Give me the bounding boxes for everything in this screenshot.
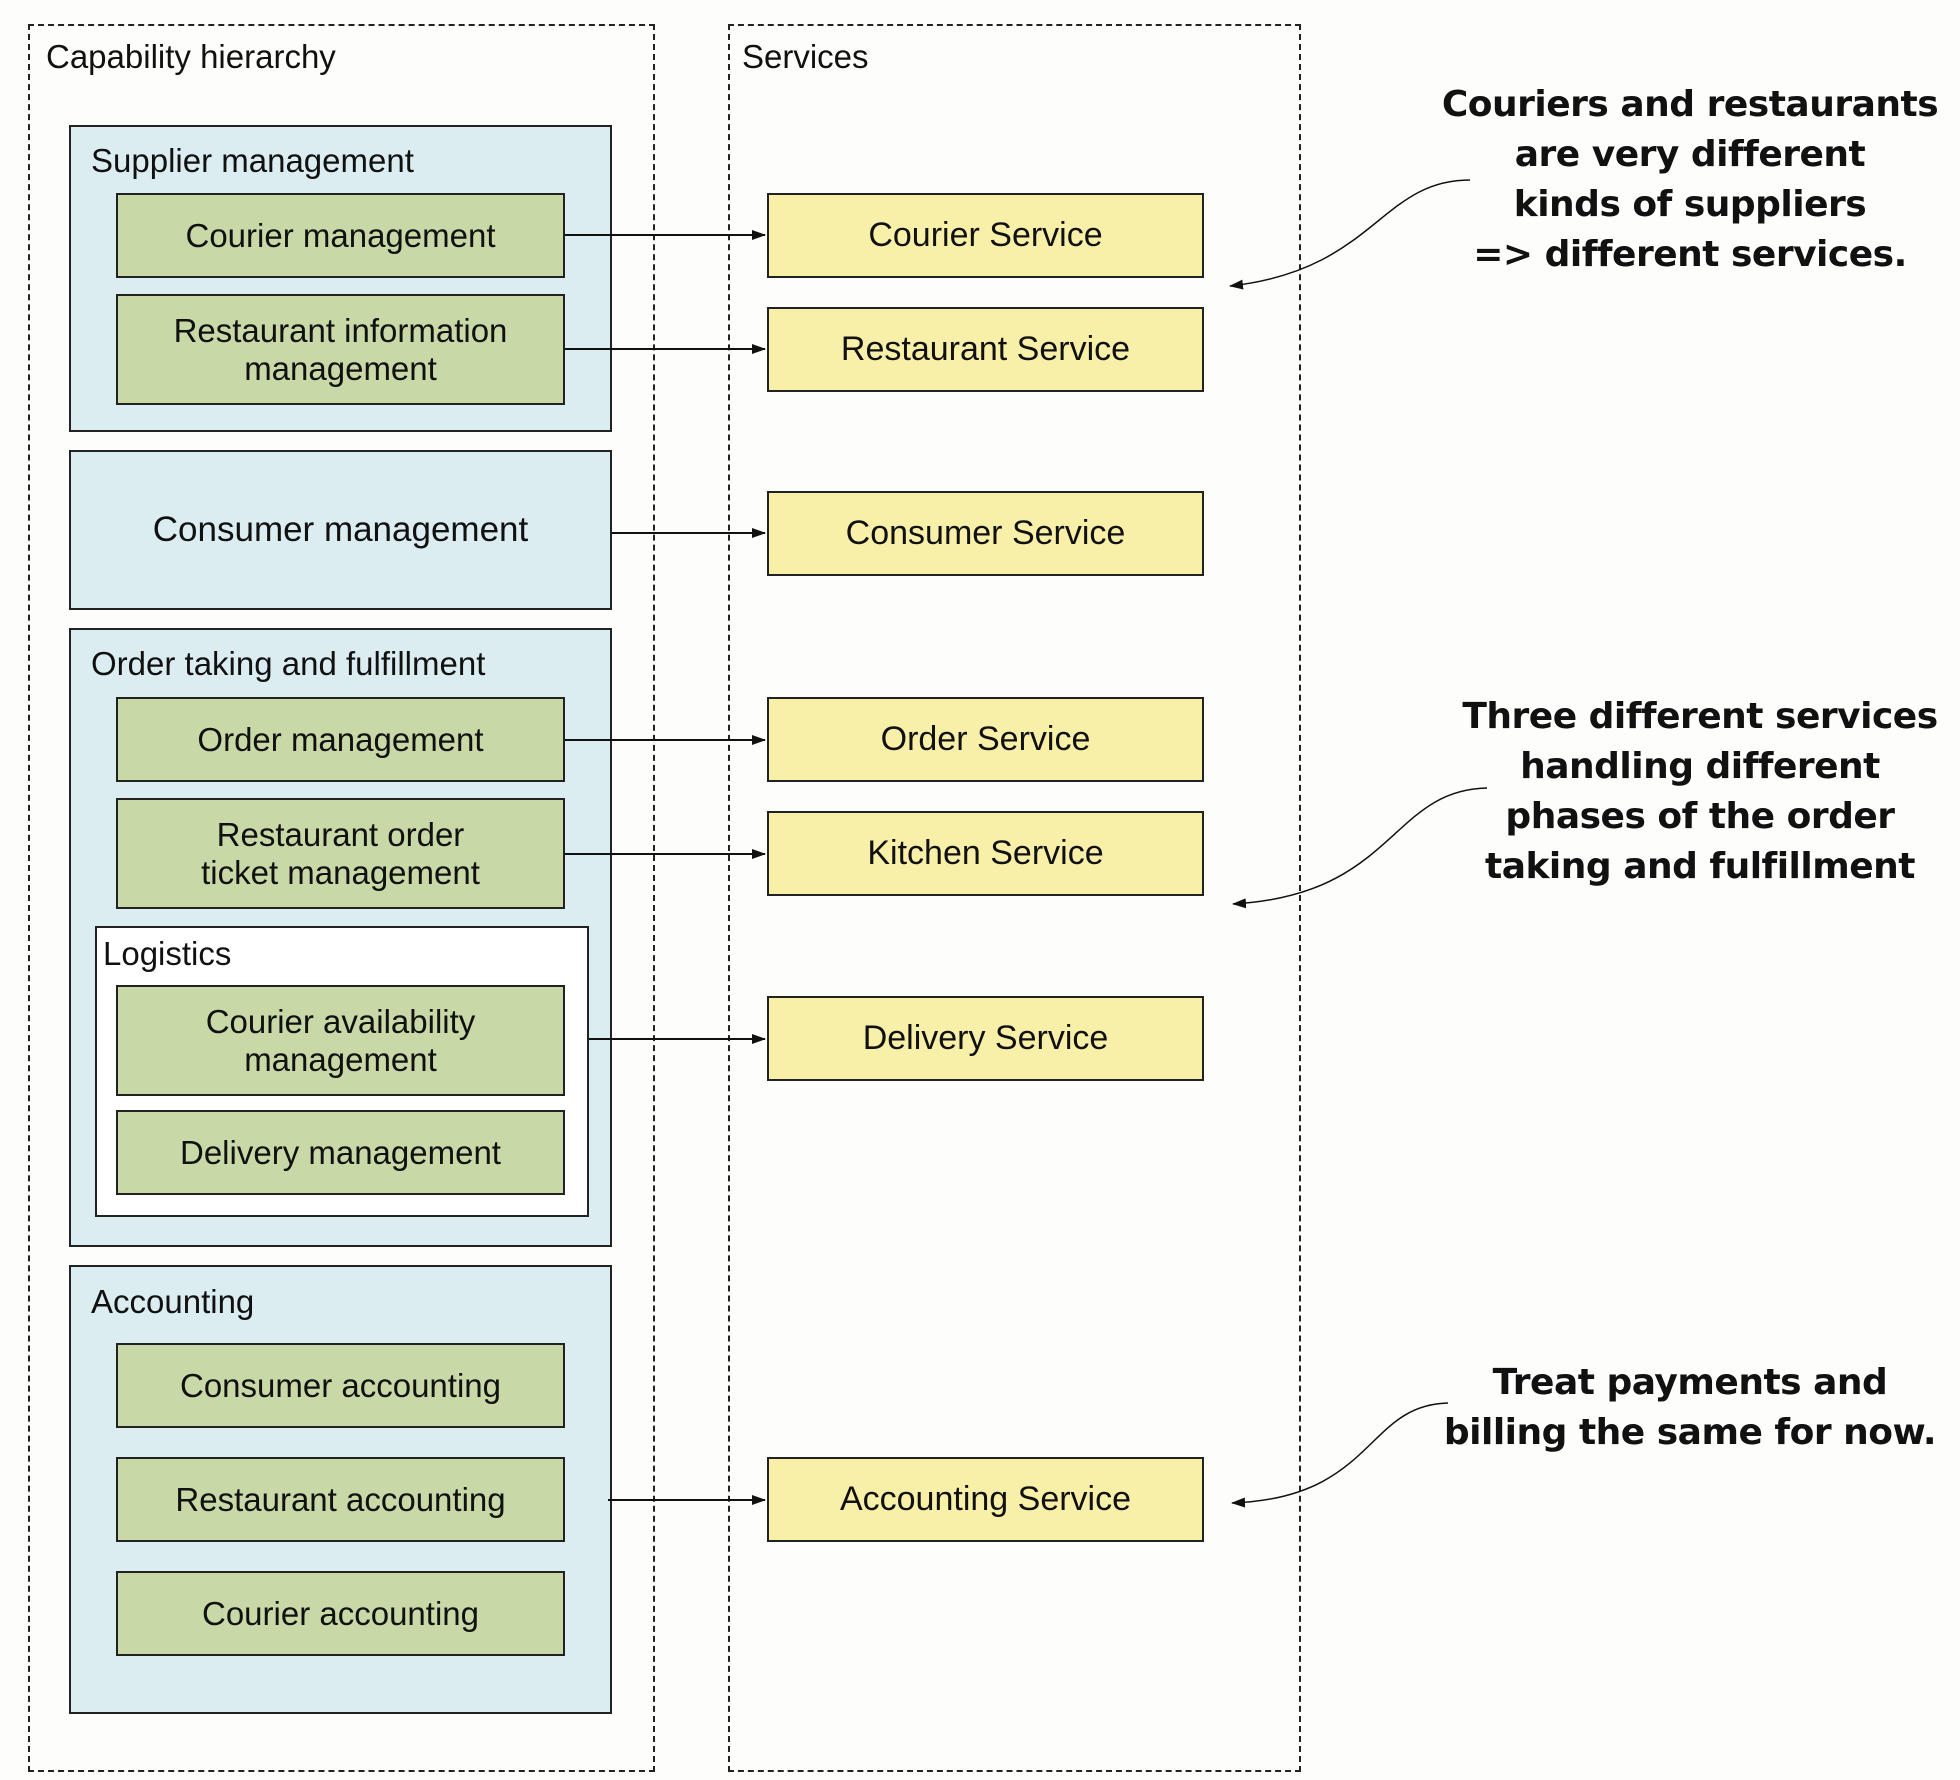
restaurant-information-management-box: Restaurant information management (116, 294, 565, 405)
services-title: Services (742, 38, 869, 75)
courier-service-box: Courier Service (767, 193, 1204, 278)
courier-availability-management-box: Courier availability management (116, 985, 565, 1096)
courier-accounting-box: Courier accounting (116, 1571, 565, 1656)
callout-payments (1231, 1402, 1449, 1508)
order-taking-title: Order taking and fulfillment (91, 645, 486, 682)
callout-order-phases (1232, 787, 1488, 909)
order-service-box: Order Service (767, 697, 1204, 782)
delivery-management-box: Delivery management (116, 1110, 565, 1195)
note-payments: Treat payments and billing the same for … (1443, 1362, 1937, 1453)
capability-hierarchy-panel (28, 24, 655, 1772)
kitchen-service-box: Kitchen Service (767, 811, 1204, 896)
callout-suppliers (1229, 179, 1471, 290)
restaurant-service-box: Restaurant Service (767, 307, 1204, 392)
delivery-service-box: Delivery Service (767, 996, 1204, 1081)
capability-hierarchy-title: Capability hierarchy (46, 38, 336, 75)
accounting-title: Accounting (91, 1283, 255, 1320)
services-panel (728, 24, 1301, 1772)
logistics-title: Logistics (103, 935, 232, 972)
accounting-service-box: Accounting Service (767, 1457, 1204, 1542)
note-suppliers: Couriers and restaurants are very differ… (1441, 84, 1939, 275)
supplier-management-title: Supplier management (91, 142, 414, 179)
consumer-management-group: Consumer management (69, 450, 612, 610)
order-management-box: Order management (116, 697, 565, 782)
restaurant-accounting-box: Restaurant accounting (116, 1457, 565, 1542)
restaurant-order-ticket-management-box: Restaurant order ticket management (116, 798, 565, 909)
note-order-phases: Three different services handling differ… (1462, 696, 1938, 887)
courier-management-box: Courier management (116, 193, 565, 278)
consumer-service-box: Consumer Service (767, 491, 1204, 576)
consumer-accounting-box: Consumer accounting (116, 1343, 565, 1428)
